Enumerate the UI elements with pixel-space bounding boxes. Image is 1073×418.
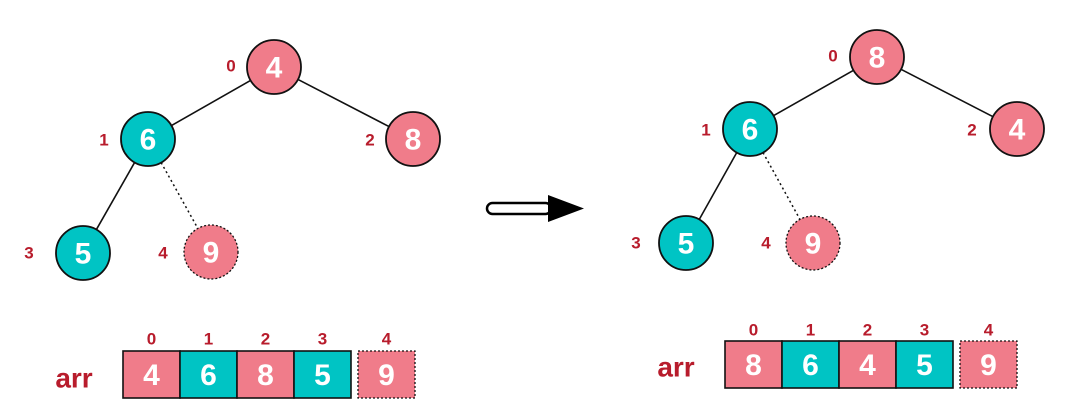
array-index-label: 1 bbox=[806, 321, 815, 340]
node-circle bbox=[55, 225, 111, 281]
tree-node: 9 bbox=[785, 215, 841, 271]
array-cell: 40 bbox=[122, 330, 181, 399]
array-cell-box bbox=[293, 350, 352, 399]
array-cell-value: 9 bbox=[378, 359, 395, 392]
array-cell: 82 bbox=[236, 330, 295, 399]
array-cell-box bbox=[895, 340, 954, 389]
node-value: 5 bbox=[678, 228, 695, 261]
array-cell-box bbox=[724, 340, 783, 389]
array-cell-box bbox=[838, 340, 897, 389]
array-index-label: 2 bbox=[261, 330, 270, 349]
array-cell-value: 5 bbox=[314, 359, 331, 392]
node-value: 4 bbox=[266, 52, 283, 85]
tree-edge bbox=[297, 78, 390, 128]
node-index-label: 4 bbox=[761, 234, 771, 253]
tree-edge bbox=[900, 68, 994, 118]
node-index-label: 1 bbox=[99, 131, 108, 150]
node-value: 8 bbox=[869, 42, 886, 75]
node-value: 4 bbox=[1009, 114, 1026, 147]
node-value: 8 bbox=[405, 124, 422, 157]
tree-node: 9 bbox=[183, 224, 239, 280]
node-index-label: 3 bbox=[631, 234, 640, 253]
node-value: 6 bbox=[742, 114, 759, 147]
array-cell: 94 bbox=[959, 321, 1018, 389]
array-cell-value: 4 bbox=[859, 349, 876, 382]
node-circle bbox=[385, 111, 441, 167]
array-cell: 80 bbox=[724, 321, 783, 389]
tree-node: 8 bbox=[849, 29, 905, 85]
node-index-label: 0 bbox=[226, 57, 235, 76]
tree-edge bbox=[698, 152, 738, 220]
array-index-label: 3 bbox=[920, 321, 929, 340]
array-index-label: 0 bbox=[749, 321, 758, 340]
node-circle bbox=[658, 215, 714, 271]
tree-node: 8 bbox=[385, 111, 441, 167]
node-circle bbox=[120, 111, 176, 167]
array-cell: 53 bbox=[895, 321, 954, 389]
array-index-label: 3 bbox=[318, 330, 327, 349]
tree-edge bbox=[171, 79, 251, 127]
array-label: arr bbox=[657, 352, 694, 383]
array-cell-box bbox=[236, 350, 295, 399]
transition-arrow bbox=[485, 195, 584, 222]
array-cell: 53 bbox=[293, 330, 352, 399]
tree-edge bbox=[762, 152, 801, 220]
array-cell: 42 bbox=[838, 321, 897, 389]
node-value: 9 bbox=[203, 237, 220, 270]
array-cell-box bbox=[122, 350, 181, 399]
tree-node: 5 bbox=[658, 215, 714, 271]
array-cell-value: 8 bbox=[257, 359, 274, 392]
array-cell-value: 8 bbox=[745, 349, 762, 382]
node-index-label: 4 bbox=[158, 244, 168, 263]
array-index-label: 4 bbox=[984, 321, 994, 340]
node-index-label: 0 bbox=[828, 47, 837, 66]
array-cell-value: 6 bbox=[200, 359, 217, 392]
tree-node: 4 bbox=[989, 101, 1045, 157]
node-value: 9 bbox=[805, 228, 822, 261]
node-index-label: 2 bbox=[365, 131, 374, 150]
array-cell-value: 9 bbox=[980, 349, 997, 382]
node-circle bbox=[849, 29, 905, 85]
node-index-label: 3 bbox=[24, 244, 33, 263]
node-index-label: 1 bbox=[701, 121, 710, 140]
tree-node: 4 bbox=[246, 39, 302, 95]
node-index-label: 2 bbox=[967, 121, 976, 140]
node-circle bbox=[246, 39, 302, 95]
array-cell-value: 4 bbox=[143, 359, 160, 392]
node-value: 5 bbox=[75, 238, 92, 271]
array-cell-box bbox=[357, 350, 416, 399]
array-cell-box bbox=[959, 340, 1018, 389]
node-circle bbox=[183, 224, 239, 280]
tree-node: 6 bbox=[120, 111, 176, 167]
array-cell: 61 bbox=[781, 321, 840, 389]
node-circle bbox=[785, 215, 841, 271]
tree-edge bbox=[160, 162, 199, 229]
node-circle bbox=[989, 101, 1045, 157]
array-cell-box bbox=[179, 350, 238, 399]
node-circle bbox=[722, 101, 778, 157]
array-cell-value: 5 bbox=[916, 349, 933, 382]
array-index-label: 1 bbox=[204, 330, 213, 349]
tree-edge bbox=[773, 69, 854, 117]
array-index-label: 0 bbox=[147, 330, 156, 349]
tree-edge bbox=[95, 162, 136, 230]
array-cell: 94 bbox=[357, 330, 416, 399]
node-value: 6 bbox=[140, 124, 157, 157]
array-label: arr bbox=[55, 363, 92, 394]
tree-node: 6 bbox=[722, 101, 778, 157]
tree-node: 5 bbox=[55, 225, 111, 281]
array-cell: 61 bbox=[179, 330, 238, 399]
array-index-label: 4 bbox=[382, 330, 392, 349]
array-index-label: 2 bbox=[863, 321, 872, 340]
array-cell-value: 6 bbox=[802, 349, 819, 382]
